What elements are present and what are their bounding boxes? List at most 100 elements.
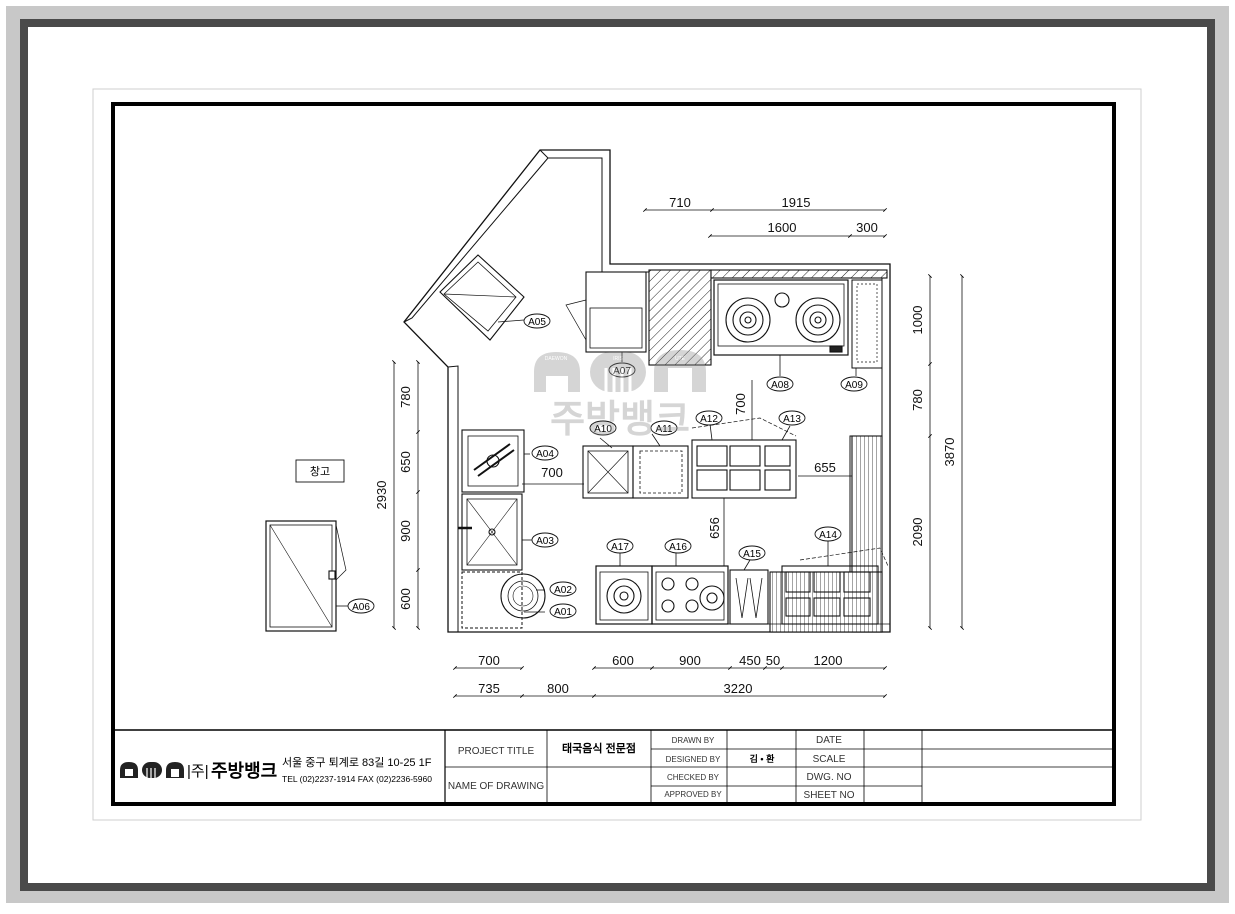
equipment-tags: A05 A07 A08 A09 A10 A11 A12 A13 A04 A03 … [347, 313, 868, 619]
unit-a05 [439, 254, 525, 341]
dim-top-710: 710 [669, 195, 691, 210]
burner-left [725, 297, 771, 343]
company-contact: TEL (02)2237-1914 FAX (02)2236-5960 [282, 774, 432, 784]
unit-a04 [461, 429, 525, 493]
tag-a11: A11 [655, 424, 672, 435]
tag-a02: A02 [554, 585, 572, 596]
dim-top-1915: 1915 [782, 195, 811, 210]
tag-a01: A01 [554, 607, 572, 618]
hatched-wall-strip [710, 269, 888, 279]
tag-a03: A03 [536, 536, 554, 547]
dwg-no-label: DWG. NO [807, 772, 852, 783]
dim-right-3870: 3870 [942, 438, 957, 467]
drawing-border [111, 102, 1116, 806]
company-address: 서울 중구 퇴계로 83길 10-25 1F [282, 756, 432, 769]
scale-label: SCALE [813, 754, 846, 765]
unit-a12-swing [691, 417, 797, 437]
dim-left-600: 600 [398, 588, 413, 610]
dim-bottom-1200: 1200 [814, 653, 843, 668]
dim-right-1000: 1000 [910, 306, 925, 335]
watermark-brand: 주방뱅크 [550, 399, 690, 441]
dim-inner-656: 656 [707, 517, 722, 539]
unit-a08-top [717, 283, 845, 347]
unit-a09 [851, 279, 883, 369]
outer-wall [403, 149, 891, 633]
dim-left-780: 780 [398, 386, 413, 408]
tag-a12: A12 [700, 414, 718, 425]
project-title-value: 태국음식 전문점 [562, 741, 636, 755]
leader-lines [336, 319, 857, 613]
stove-knob [829, 345, 843, 353]
logo-fork-icon [142, 762, 162, 778]
unit-a10-basin [587, 450, 629, 494]
drawn-by-label: DRAWN BY [672, 736, 715, 745]
tag-a04: A04 [536, 449, 554, 460]
dim-bottom-800: 800 [547, 681, 569, 696]
sheet-no-label: SHEET NO [804, 790, 855, 801]
tag-a16: A16 [669, 542, 687, 553]
unit-a10-cross [587, 450, 629, 494]
unit-a06-handle [328, 570, 336, 580]
watermark-label-3: UTE [675, 356, 686, 362]
unit-a06 [265, 520, 337, 632]
tag-a05: A05 [528, 317, 546, 328]
watermark-label-1: DAEWON [545, 356, 568, 362]
unit-a02-pot-core [512, 585, 534, 607]
dim-bottom-735: 735 [478, 681, 500, 696]
dim-bottom-600: 600 [612, 653, 634, 668]
unit-a07-swing [565, 299, 587, 341]
tag-a08: A08 [771, 380, 789, 391]
checked-by-label: CHECKED BY [667, 773, 720, 782]
watermark-cloche-icon [654, 350, 706, 392]
tag-a15: A15 [743, 549, 761, 560]
tag-a13: A13 [783, 414, 801, 425]
dim-left-650: 650 [398, 451, 413, 473]
unit-a02-pot [500, 573, 546, 619]
title-block-texts: PROJECT TITLE 태국음식 전문점 NAME OF DRAWING D… [448, 735, 855, 801]
unit-a04-basin [467, 435, 519, 487]
unit-a04-faucet [473, 443, 515, 477]
unit-a07-door [589, 307, 643, 349]
dimension-texts: 710 1915 1600 300 700 600 900 450 50 120… [374, 195, 957, 696]
dim-bottom-700: 700 [478, 653, 500, 668]
designed-by-label: DESIGNED BY [666, 755, 721, 764]
paper-sheet [92, 88, 1142, 821]
tag-a09: A09 [845, 380, 863, 391]
unit-a06-diag [269, 524, 333, 628]
unit-a09-inner [856, 283, 878, 363]
date-label: DATE [816, 735, 842, 746]
unit-a05-diag [443, 293, 517, 298]
dim-bottom-900: 900 [679, 653, 701, 668]
dim-left-900: 900 [398, 520, 413, 542]
tag-a10: A10 [594, 424, 612, 435]
dim-inner-655: 655 [814, 460, 836, 475]
unit-a03-drain [488, 528, 496, 536]
dim-right-780: 780 [910, 389, 925, 411]
dim-left-2930: 2930 [374, 481, 389, 510]
project-title-label: PROJECT TITLE [458, 746, 535, 757]
room-label: 창고 [310, 465, 330, 478]
dim-bottom-50: 50 [766, 653, 780, 668]
unit-a01-base [461, 571, 523, 629]
floor-plan [265, 149, 964, 696]
tag-a14: A14 [819, 530, 837, 541]
unit-a03-basin [466, 498, 518, 566]
approved-by-label: APPROVED BY [664, 790, 722, 799]
dimension-lines [392, 210, 964, 696]
burner-small [774, 292, 790, 308]
unit-a07 [585, 271, 647, 353]
watermark-label-2: IRIS [613, 356, 623, 362]
watermark-fork-icon [590, 352, 646, 392]
unit-a12 [691, 439, 797, 499]
designed-by-value: 김 • 환 [750, 753, 775, 764]
dim-right-2090: 2090 [910, 518, 925, 547]
burner-right [795, 297, 841, 343]
watermark-chef-icon [534, 352, 580, 392]
unit-a11-inner [639, 450, 683, 494]
dim-inner-700-b: 700 [733, 393, 748, 415]
dim-bottom-450: 450 [739, 653, 761, 668]
unit-a14-swing [799, 547, 889, 567]
unit-a17-top [599, 571, 649, 621]
